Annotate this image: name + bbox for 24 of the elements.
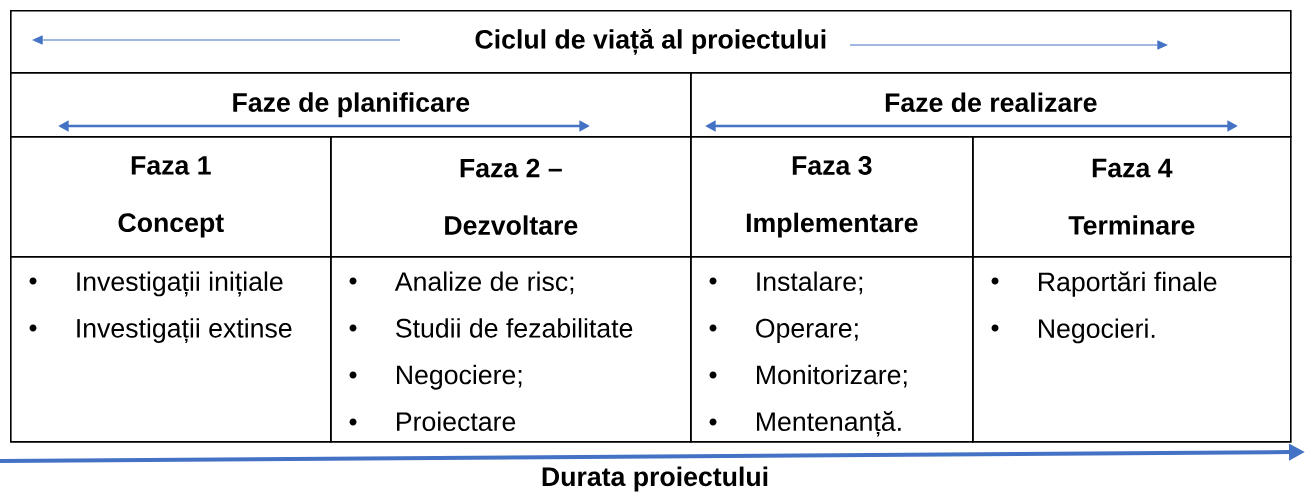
table-cell: [330, 256, 692, 443]
table-header-cell: Faze de realizare: [690, 72, 1292, 138]
list-item: Proiectare: [397, 411, 516, 432]
table-header-cell: Faza 4 Terminare: [972, 136, 1292, 258]
list-item: Monitorizare;: [757, 364, 907, 388]
axis-label: Durata proiectului: [542, 466, 768, 492]
list-item: Investigații extinse: [77, 318, 292, 344]
table-cell: [972, 256, 1292, 443]
list-item: Negociere;: [397, 364, 522, 390]
table-header-cell: Faze de planificare: [10, 72, 692, 138]
list-item: Operare;: [756, 318, 858, 343]
table-cell: [690, 256, 974, 443]
list-item: Studii de fezabilitate: [396, 318, 633, 338]
list-item: Instalare;: [757, 271, 863, 295]
list-item: Investigații inițiale: [77, 271, 283, 297]
table-header-cell: Faza 2 – Dezvoltare: [330, 136, 692, 258]
table-header-cell: Faza 3 Implementare: [690, 136, 974, 258]
list-item: Mentenanță.: [757, 411, 901, 437]
table-cell: [10, 256, 332, 443]
list-item: Negocieri.: [1039, 318, 1155, 344]
list-item: Raportări finale: [1039, 271, 1217, 297]
table-header-cell: Faza 1 Concept: [10, 136, 332, 258]
table-header-cell: Ciclul de viață al proiectului: [10, 10, 1292, 74]
list-item: Analize de risc;: [394, 271, 574, 295]
